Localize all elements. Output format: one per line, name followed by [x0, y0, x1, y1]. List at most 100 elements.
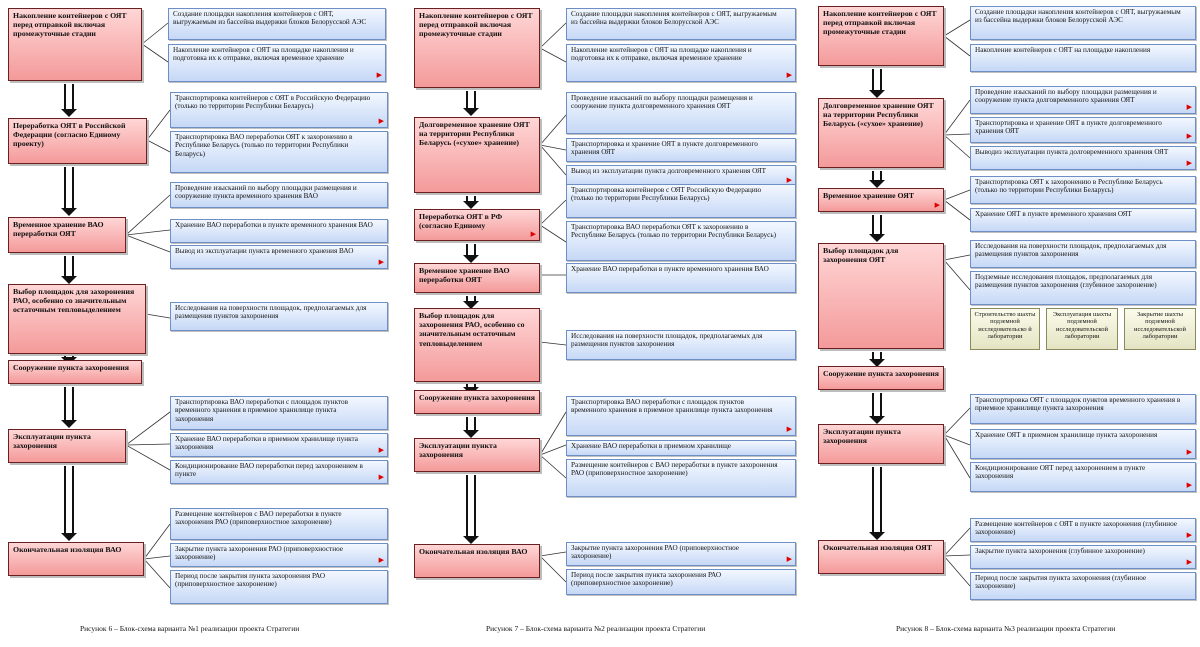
down-arrow-icon: [872, 171, 882, 181]
figure-caption: Рисунок 6 – Блок-схема варианта №1 реали…: [80, 624, 300, 633]
detail-box: Хранение ВАО переработки в приемном хран…: [170, 433, 388, 457]
stage-repository-operation: Эксплуатации пункта захоронения: [414, 438, 540, 472]
red-triangle-icon: ▶: [786, 71, 792, 79]
down-arrow-icon: [872, 352, 882, 360]
stage-repository-construction: Сооружение пункта захоронения: [414, 390, 540, 414]
detail-box: Закрытие пункта захоронения (глубинное з…: [970, 545, 1196, 569]
down-arrow-icon: [64, 167, 74, 209]
red-triangle-icon: ▶: [1186, 558, 1192, 566]
figure-caption: Рисунок 8 – Блок-схема варианта №3 реали…: [896, 624, 1116, 633]
stage-accumulation: Накопление контейнеров с ОЯТ перед отпра…: [414, 8, 540, 88]
detail-box: Исследования на поверхности площадок, пр…: [566, 330, 796, 360]
down-arrow-icon: [466, 91, 476, 109]
diagram-variant-3: Накопление контейнеров с ОЯТ перед отпра…: [810, 0, 1200, 633]
red-triangle-icon: ▶: [786, 176, 792, 184]
stage-long-term-storage: Долговременное хранение ОЯТ на территори…: [414, 117, 540, 193]
detail-box: Вывод из эксплуатации пункта временного …: [170, 245, 388, 269]
detail-box: Транспортировка и хранение ОЯТ в пункте …: [566, 138, 796, 162]
down-arrow-icon: [466, 296, 476, 302]
detail-box: Исследования на поверхности площадок, пр…: [170, 302, 388, 331]
stage-reprocessing: Переработка ОЯТ в Российской Федерации (…: [8, 118, 147, 164]
detail-box: Создание площадки накопления контейнеров…: [970, 6, 1196, 40]
stage-accumulation: Накопление контейнеров с ОЯТ перед отпра…: [8, 8, 142, 81]
detail-box: Подземные исследования площадок, предпол…: [970, 271, 1196, 305]
detail-box: Хранение ВАО переработки в пункте времен…: [170, 219, 388, 243]
red-triangle-icon: ▶: [1186, 531, 1192, 539]
stage-reprocessing-rf: Переработка ОЯТ в РФ (согласно Единому▶: [414, 209, 540, 241]
detail-box: Транспортировка ВАО переработки с площад…: [566, 396, 796, 436]
red-triangle-icon: ▶: [1186, 103, 1192, 111]
down-arrow-icon: [466, 384, 476, 388]
stage-final-isolation: Окончательная изоляция ВАО: [414, 544, 540, 578]
diagram-variant-1: Накопление контейнеров с ОЯТ перед отпра…: [0, 0, 392, 633]
down-arrow-icon: [872, 215, 882, 235]
detail-box: Транспортировка ВАО переработки с площад…: [170, 396, 388, 430]
detail-box: Выводиз эксплуатации пункта долговременн…: [970, 146, 1196, 170]
red-triangle-icon: ▶: [1186, 448, 1192, 456]
detail-box: Хранение ОЯТ в пункте временного хранени…: [970, 208, 1196, 232]
detail-box: Кондиционирование ВАО переработки перед …: [170, 460, 388, 484]
detail-box: Размещение контейнеров с ОЯТ в пункте за…: [970, 518, 1196, 542]
detail-box: Создание площадки накопления контейнеров…: [566, 8, 796, 40]
sub-stage-box: Строительство шахты подземной исследоват…: [970, 308, 1040, 350]
detail-box: Проведение изысканий по выбору площадки …: [970, 86, 1196, 114]
down-arrow-icon: [64, 84, 74, 110]
red-triangle-icon: ▶: [1186, 481, 1192, 489]
down-arrow-icon: [466, 417, 476, 431]
detail-box: Размещение контейнеров с ВАО переработки…: [566, 459, 796, 497]
down-arrow-icon: [64, 387, 74, 421]
stage-snf-temporary-storage: Временное хранение ОЯТ▶: [818, 188, 944, 212]
stage-hlw-temporary-storage: Временное хранение ВАО переработки ОЯТ: [8, 217, 126, 253]
detail-box: Транспортировка и хранение ОЯТ в пункте …: [970, 117, 1196, 143]
red-triangle-icon: ▶: [786, 425, 792, 433]
detail-box: Накопление контейнеров с ОЯТ на площадке…: [970, 44, 1196, 72]
diagram-variant-2: Накопление контейнеров с ОЯТ перед отпра…: [406, 0, 800, 633]
stage-site-selection: Выбор площадок для захоронения ОЯТ: [818, 243, 944, 349]
stage-long-term-storage: Долговременное хранение ОЯТ на территори…: [818, 98, 944, 168]
down-arrow-icon: [466, 244, 476, 256]
stage-repository-operation: Эксплуатации пункта захоронения: [818, 424, 944, 464]
down-arrow-icon: [872, 393, 882, 417]
detail-box: Исследования на поверхности площадок, пр…: [970, 240, 1196, 268]
red-triangle-icon: ▶: [786, 555, 792, 563]
detail-box: Транспортировка контейнеров с ОЯТ в Росс…: [170, 92, 388, 128]
red-triangle-icon: ▶: [378, 473, 384, 481]
red-triangle-icon: ▶: [934, 201, 940, 209]
sub-stage-box: Эксплуатация шахты подземной исследовате…: [1046, 308, 1118, 350]
stage-repository-construction: Сооружение пункта захоронения: [818, 366, 944, 390]
detail-box: Транспортировка ОЯТ с площадок пунктов в…: [970, 394, 1196, 424]
detail-box: Накопление контейнеров с ОЯТ на площадке…: [168, 44, 386, 82]
down-arrow-icon: [64, 356, 74, 358]
red-triangle-icon: ▶: [378, 117, 384, 125]
detail-box: Проведение изысканий по выбору площадки …: [566, 92, 796, 134]
stage-accumulation: Накопление контейнеров с ОЯТ перед отпра…: [818, 6, 944, 66]
detail-box: Размещение контейнеров с ВАО переработки…: [170, 508, 388, 540]
detail-box: Транспортировка ОЯТ к захоронению в Респ…: [970, 176, 1196, 204]
detail-box: Проведение изысканий по выбору площадки …: [170, 182, 388, 208]
detail-box: Период после закрытия пункта захоронения…: [566, 569, 796, 595]
detail-box: Хранение ВАО переработки в приемном хран…: [566, 440, 796, 456]
down-arrow-icon: [466, 196, 476, 202]
detail-box: Кондиционирование ОЯТ перед захоронением…: [970, 462, 1196, 492]
red-triangle-icon: ▶: [378, 258, 384, 266]
sub-stage-box: Закрытие шахты подземной исследовательск…: [1124, 308, 1196, 350]
detail-box: Закрытие пункта захоронения РАО (припове…: [170, 543, 388, 567]
stage-site-selection: Выбор площадок для захоронения РАО, особ…: [414, 308, 540, 382]
red-triangle-icon: ▶: [1186, 132, 1192, 140]
detail-box: Накопление контейнеров с ОЯТ на площадке…: [566, 44, 796, 82]
detail-box: Транспортировка ВАО переработки ОЯТ к за…: [566, 221, 796, 261]
detail-box: Создание площадки накопления контейнеров…: [168, 8, 386, 40]
down-arrow-icon: [64, 466, 74, 534]
detail-box: Транспортировка контейнеров с ОЯТ Россий…: [566, 184, 796, 218]
red-triangle-icon: ▶: [530, 230, 536, 238]
stage-repository-operation: Эксплуатации пункта захоронения: [8, 429, 126, 463]
red-triangle-icon: ▶: [376, 71, 382, 79]
stage-final-isolation: Окончательная изоляция ОЯТ: [818, 540, 944, 574]
down-arrow-icon: [872, 69, 882, 91]
detail-box: Хранение ОЯТ в приемном хранилище пункта…: [970, 429, 1196, 459]
stage-hlw-temporary-storage: Временное хранение ВАО переработки ОЯТ: [414, 263, 540, 293]
detail-box: Закрытие пункта захоронения РАО (припове…: [566, 542, 796, 566]
down-arrow-icon: [872, 467, 882, 533]
red-triangle-icon: ▶: [378, 556, 384, 564]
down-arrow-icon: [466, 475, 476, 537]
